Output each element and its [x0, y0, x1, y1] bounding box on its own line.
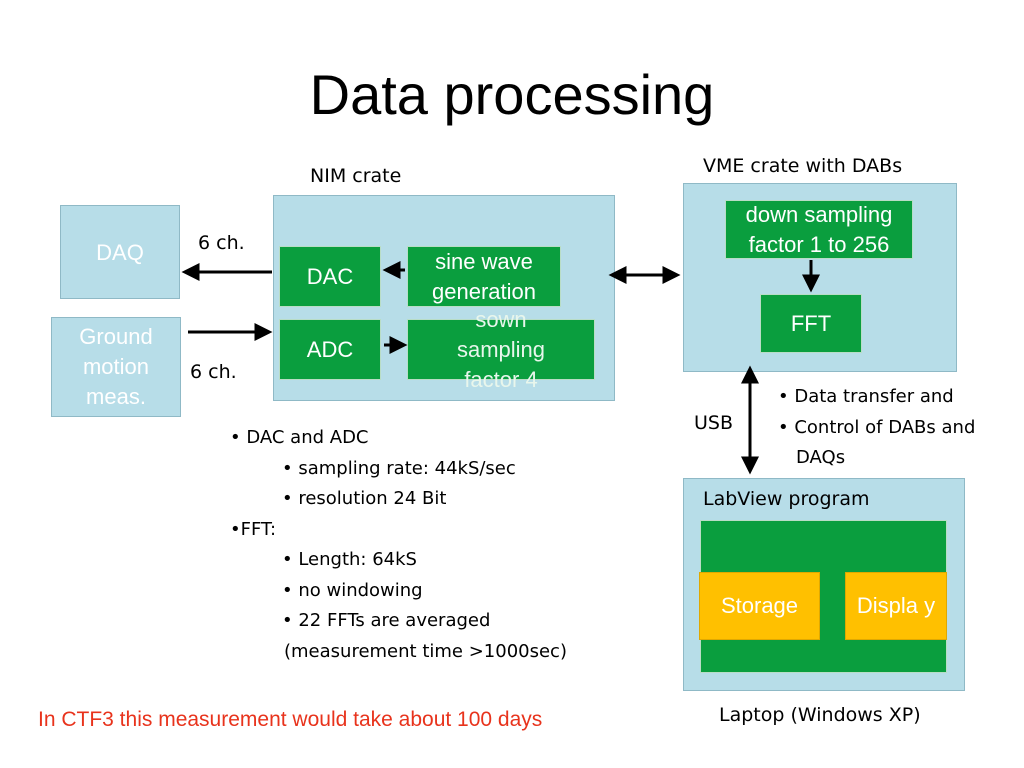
- vme-crate-label: VME crate with DABs: [703, 155, 903, 177]
- ground-motion-label: Ground motion meas.: [79, 324, 153, 409]
- usb-label: USB: [694, 412, 734, 434]
- labview-label: LabView program: [703, 488, 870, 510]
- storage-label: Storage: [720, 593, 799, 618]
- display-module: Displa y: [845, 572, 947, 640]
- dac-module: DAC: [279, 246, 381, 307]
- note-item: • Length: 64kS: [282, 549, 417, 570]
- fft-module: FFT: [760, 294, 862, 353]
- slide-title: Data processing: [309, 63, 715, 126]
- vme-note-item: • Data transfer and: [778, 386, 954, 407]
- vme-note-item: DAQs: [796, 447, 846, 468]
- display-label: Displa y: [856, 593, 936, 618]
- fft-label: FFT: [790, 310, 832, 336]
- daq-label: DAQ: [96, 240, 144, 265]
- daq-box: DAQ: [60, 205, 180, 299]
- adc-module: ADC: [279, 319, 381, 380]
- note-item: (measurement time >1000sec): [284, 640, 567, 662]
- note-item: • resolution 24 Bit: [282, 488, 447, 509]
- vme-notes: • Data transfer and • Control of DABs an…: [778, 382, 975, 474]
- ground-motion-box: Ground motion meas.: [51, 317, 181, 417]
- dac-label: DAC: [306, 263, 354, 289]
- sown-sampling-label: sown sampling factor 4: [456, 306, 546, 392]
- footer-note: In CTF3 this measurement would take abou…: [38, 708, 543, 731]
- note-item: • DAC and ADC: [230, 427, 369, 448]
- adc-label: ADC: [306, 336, 354, 362]
- vme-note-item: • Control of DABs and: [778, 416, 976, 438]
- sine-wave-module: sine wave generation: [407, 246, 561, 307]
- sown-sampling-module: sown sampling factor 4: [407, 307, 595, 392]
- nim-crate-label: NIM crate: [310, 165, 402, 187]
- down-sampling-module: down sampling factor 1 to 256: [725, 200, 913, 259]
- down-sampling-label: down sampling factor 1 to 256: [745, 201, 893, 257]
- note-item: •FFT:: [230, 518, 277, 540]
- laptop-label: Laptop (Windows XP): [719, 704, 921, 726]
- note-item: • no windowing: [282, 579, 423, 601]
- note-item: • sampling rate: 44kS/sec: [282, 457, 516, 479]
- channels-out-label: 6 ch.: [198, 232, 245, 254]
- sine-wave-label: sine wave generation: [432, 248, 536, 304]
- storage-module: Storage: [699, 572, 820, 640]
- specs-notes: • DAC and ADC • sampling rate: 44kS/sec …: [230, 423, 567, 667]
- channels-in-label: 6 ch.: [190, 361, 237, 383]
- note-item: • 22 FFTs are averaged: [282, 610, 491, 631]
